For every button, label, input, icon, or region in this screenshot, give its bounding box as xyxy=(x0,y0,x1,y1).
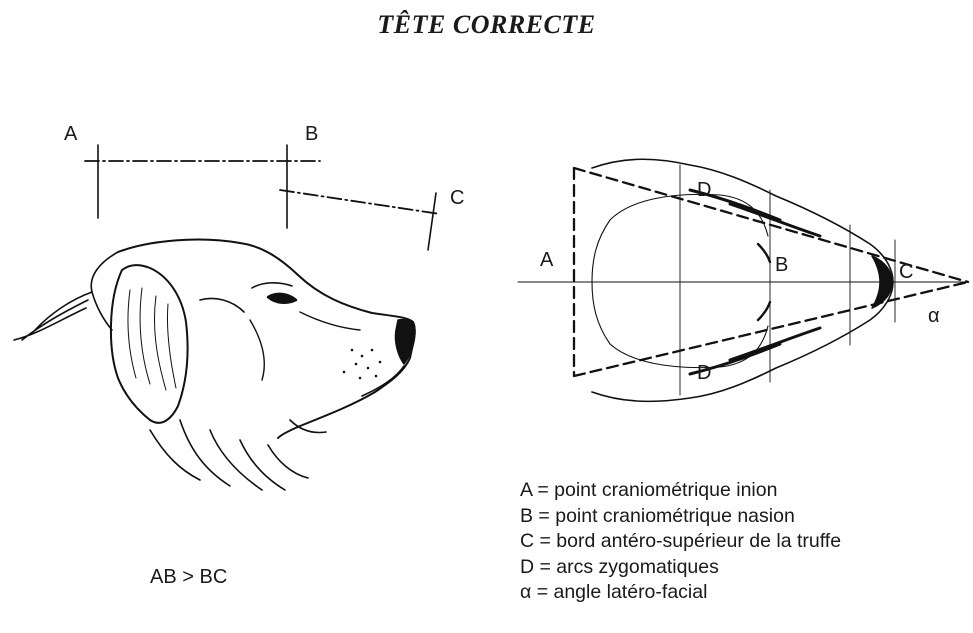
top-label-d-upper: D xyxy=(697,179,711,201)
profile-label-a: A xyxy=(64,123,78,145)
relation-label: AB > BC xyxy=(150,566,227,589)
dog-head-profile xyxy=(14,145,440,490)
legend-item: C = bord antéro-supérieur de la truffe xyxy=(520,529,841,555)
nose xyxy=(395,320,415,364)
top-label-d-lower: D xyxy=(697,362,711,384)
top-label-c: C xyxy=(899,261,913,283)
legend: A = point craniométrique inion B = point… xyxy=(520,478,841,606)
legend-item: α = angle latéro-facial xyxy=(520,580,841,606)
top-label-a: A xyxy=(540,249,554,271)
head-outline-top xyxy=(592,159,893,401)
eye xyxy=(268,294,296,303)
tick-c xyxy=(428,193,436,250)
head-outline xyxy=(118,240,415,438)
profile-label-b: B xyxy=(305,123,318,145)
legend-item: A = point craniométrique inion xyxy=(520,478,841,504)
whisker-dots xyxy=(343,349,382,380)
profile-label-c: C xyxy=(450,187,464,209)
top-label-b: B xyxy=(775,254,788,276)
ear xyxy=(111,265,188,423)
line-bc xyxy=(280,190,440,214)
legend-item: D = arcs zygomatiques xyxy=(520,555,841,581)
top-label-alpha: α xyxy=(928,305,940,327)
legend-item: B = point craniométrique nasion xyxy=(520,504,841,530)
